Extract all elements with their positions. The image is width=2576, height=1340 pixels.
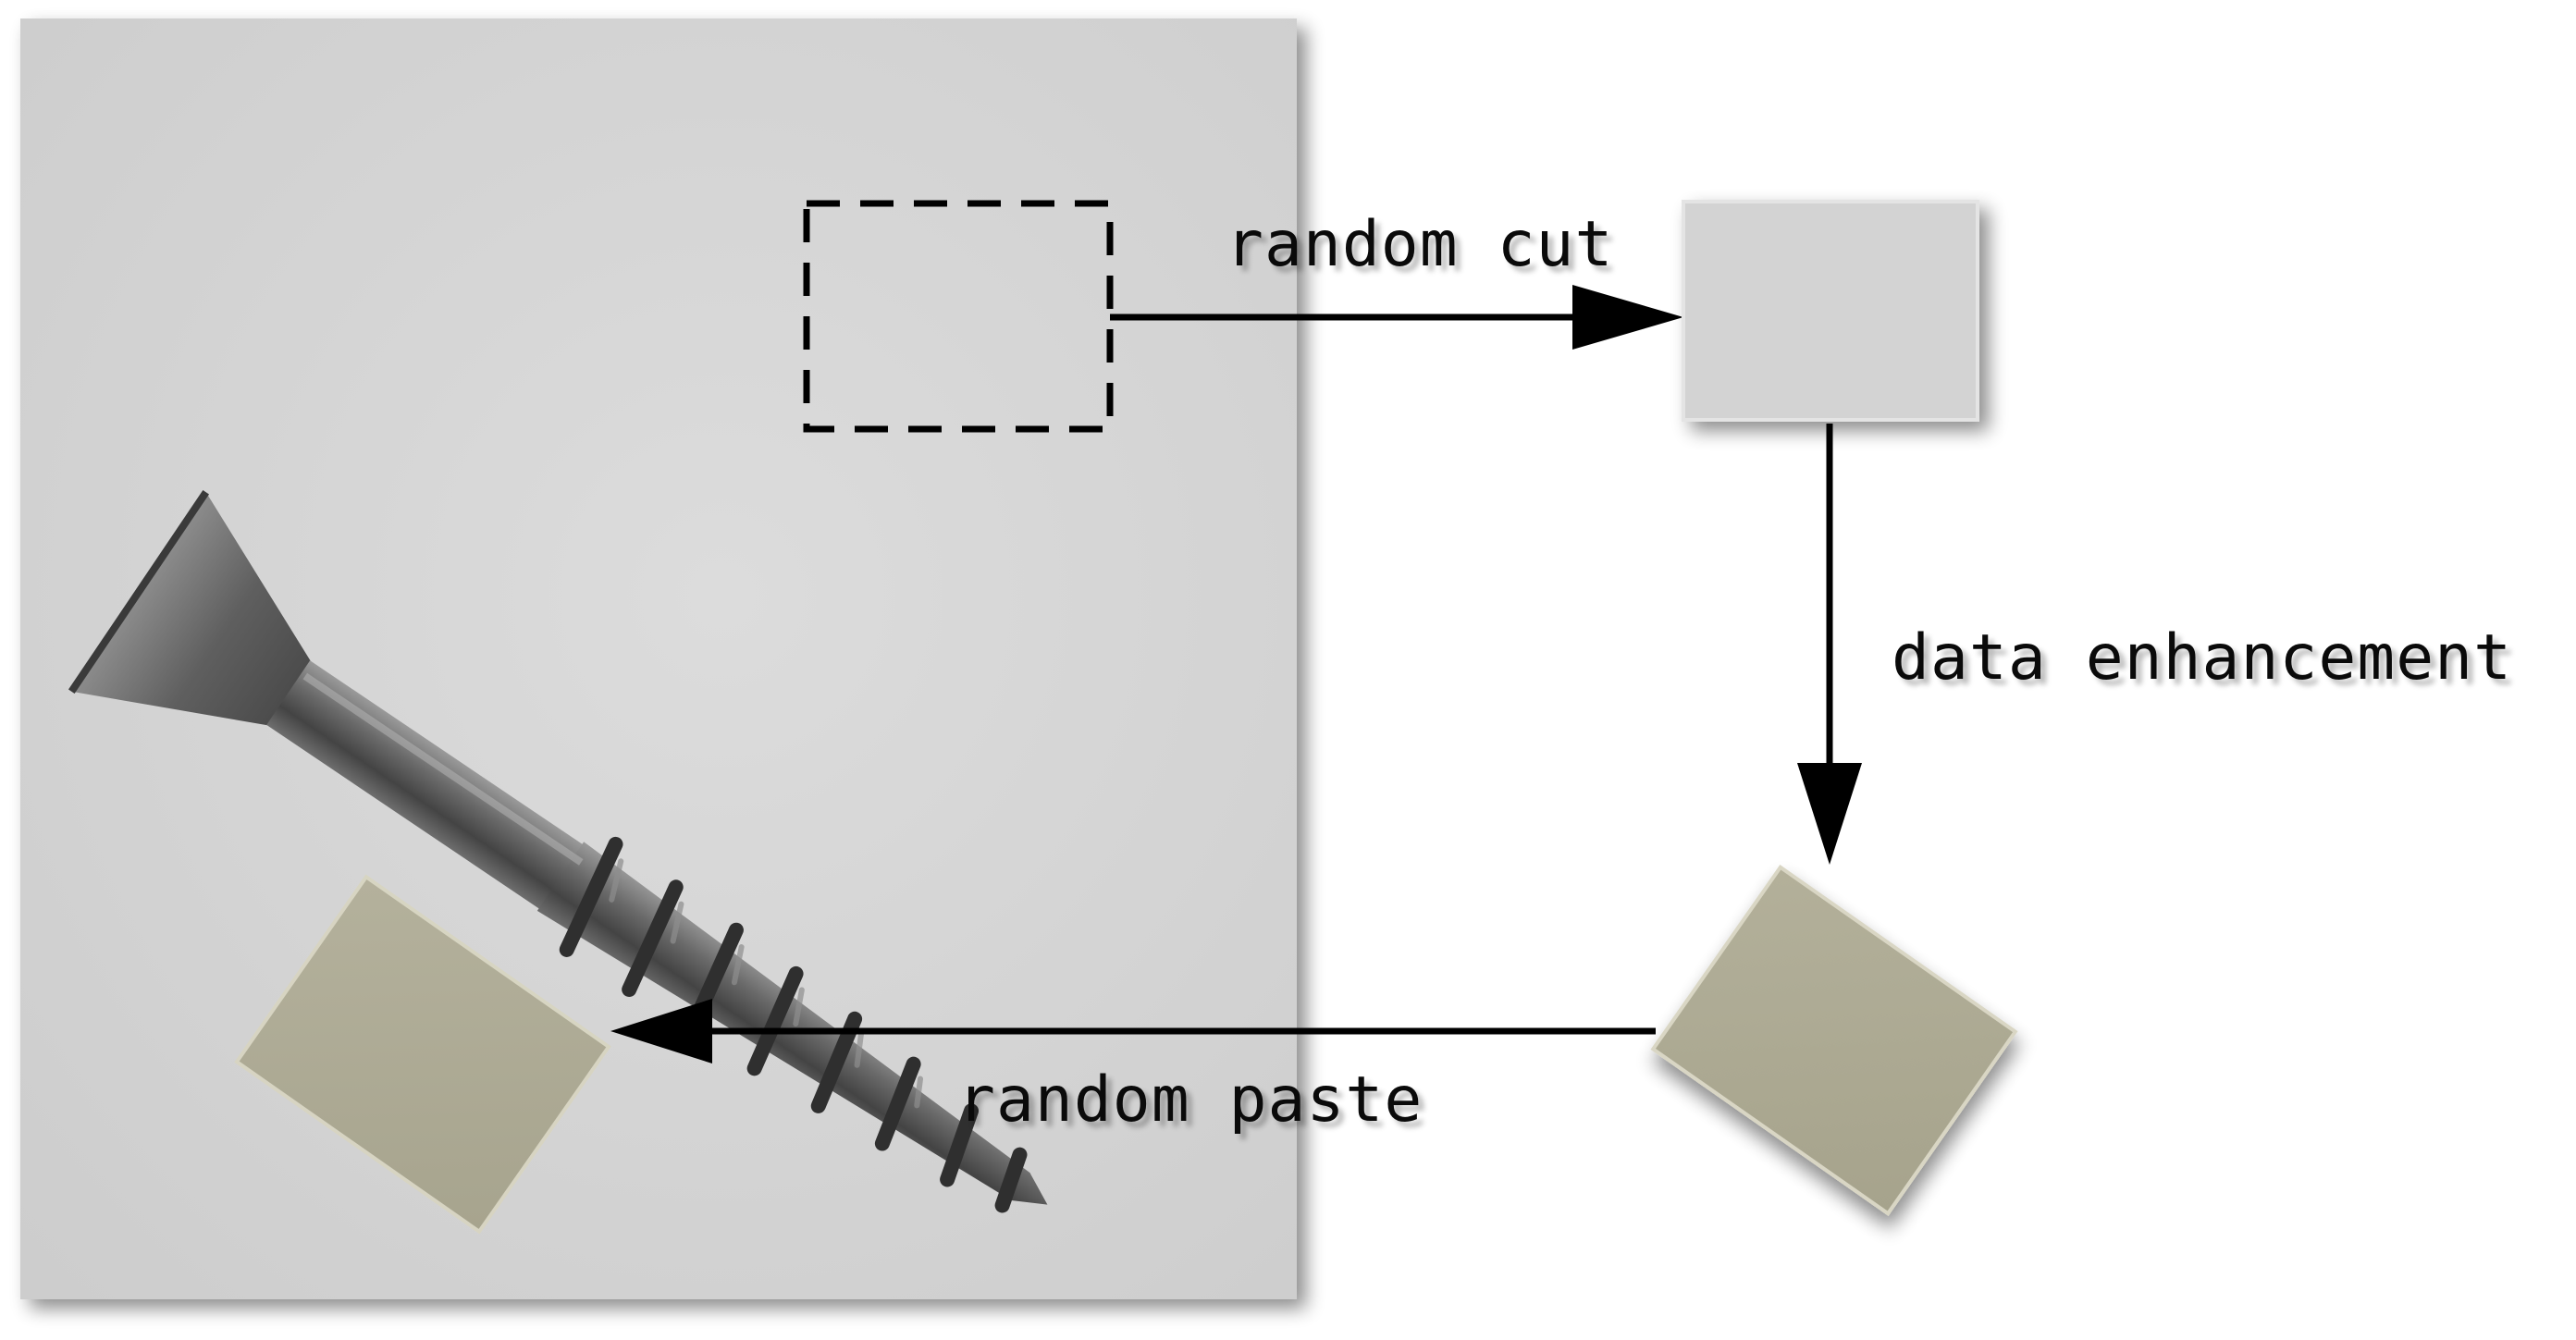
random-cut-arrow [1110,285,1683,350]
enhanced-patch [1650,865,2018,1216]
pasted-patch [234,874,611,1235]
random-paste-arrow [610,999,1656,1063]
random-paste-label: random paste [957,1063,1424,1137]
data-enhancement-label: data enhancement [1892,621,2513,695]
cut-patch [1682,200,1979,422]
random-cut-label: random cut [1226,208,1614,281]
cut-selection-box [803,200,1114,433]
data-enhancement-arrow [1797,424,1862,865]
